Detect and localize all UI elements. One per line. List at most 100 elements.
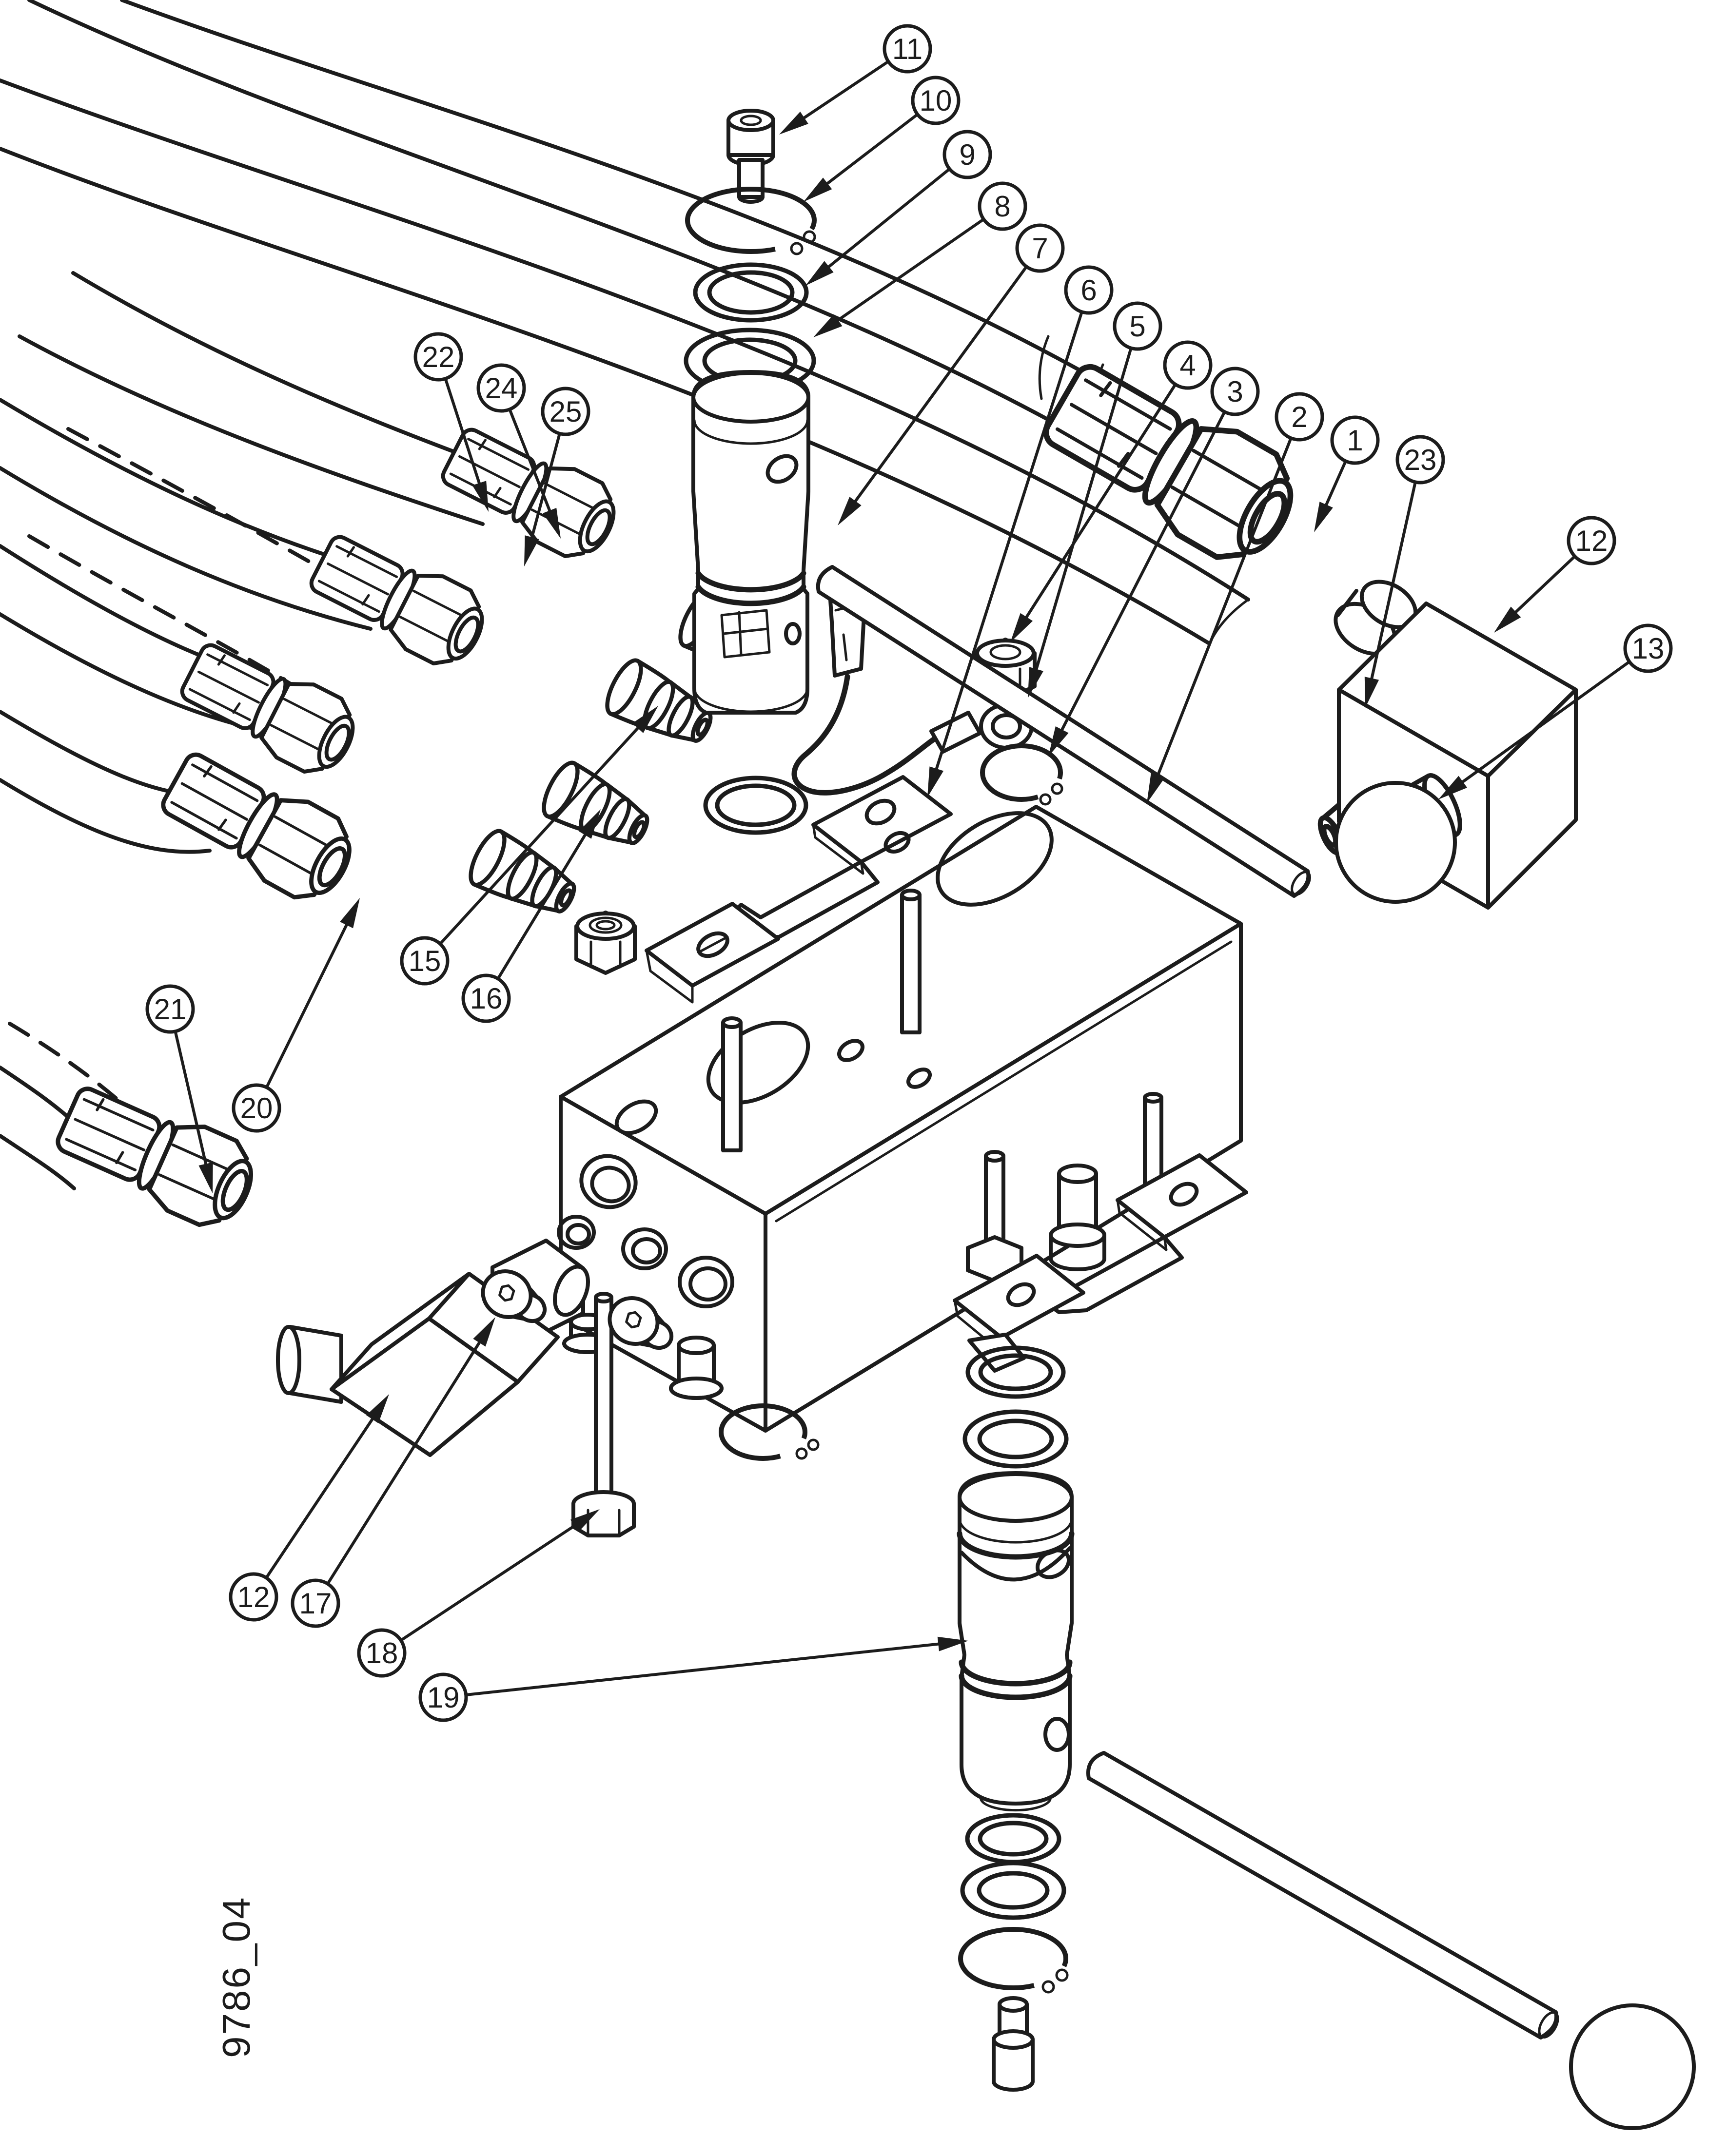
callout-balloon-4-3	[1163, 340, 1213, 390]
roll-pins-top	[721, 889, 922, 1152]
callout-balloon-13-12	[1623, 623, 1673, 673]
callout-balloon-5-4	[1113, 301, 1162, 351]
callout-balloon-12-21	[229, 1572, 278, 1622]
callout-balloon-10-9	[911, 76, 961, 125]
leader-arrow-12-11	[1494, 606, 1521, 633]
ball-bottom	[1569, 2003, 1696, 2130]
callout-number-16-18: 16	[470, 982, 503, 1015]
leader-arrow-5-4	[1028, 667, 1043, 698]
callout-number-10-9: 10	[920, 84, 952, 117]
leader-arrow-12-21	[366, 1394, 389, 1423]
leader-line-17-22	[326, 1333, 487, 1585]
leader-line-10-9	[818, 113, 919, 192]
callout-balloon-11-10	[883, 24, 932, 74]
leader-arrow-22-14	[472, 481, 489, 512]
snap-ring-lower	[958, 1927, 1069, 1994]
leader-line-19-24	[466, 1641, 949, 1696]
leader-arrow-6-5	[927, 766, 944, 797]
bottom-plug	[992, 1996, 1035, 2092]
snap-ring-3	[980, 743, 1063, 806]
callout-balloon-8-7	[978, 181, 1027, 231]
seal-ring-lower	[960, 1861, 1066, 1920]
leader-arrow-3-2	[1048, 726, 1069, 757]
leader-line-18-23	[400, 1518, 585, 1642]
hex-nut-corner	[574, 911, 637, 975]
callout-balloon-22-14	[413, 332, 463, 382]
oring-lower-a	[965, 1813, 1061, 1865]
elbow-fitting-left-12	[276, 1239, 590, 1457]
callout-number-18-23: 18	[366, 1637, 398, 1670]
callout-number-3-2: 3	[1227, 375, 1243, 408]
hose-top-a	[27, 0, 1182, 477]
leader-line-20-19	[265, 914, 353, 1088]
leader-line-3-2	[1056, 411, 1226, 740]
leader-line-21-20	[174, 1031, 210, 1175]
hose-top-b	[0, 78, 1250, 646]
leader-line-2-1	[1152, 437, 1293, 786]
oring-upper-a	[965, 1345, 1066, 1399]
hose-fitting-b	[303, 524, 495, 676]
leader-line-11-10	[794, 60, 889, 125]
backup-ring-9	[693, 262, 809, 323]
callout-balloon-17-22	[291, 1578, 340, 1628]
callout-balloon-19-24	[418, 1672, 468, 1722]
callout-balloon-24-15	[476, 363, 526, 413]
callout-balloon-15-17	[400, 936, 450, 986]
leader-line-13-12	[1453, 660, 1630, 790]
leader-arrow-24-15	[543, 507, 561, 539]
callout-number-21-20: 21	[154, 993, 187, 1026]
callout-number-25-16: 25	[550, 395, 582, 428]
detent-rod-bottom	[1086, 1751, 1559, 2039]
callout-balloon-25-16	[541, 387, 590, 436]
callout-number-11-10: 11	[892, 33, 922, 65]
callout-number-9-8: 9	[959, 138, 975, 171]
leader-arrow-10-9	[804, 177, 832, 202]
callout-number-6-5: 6	[1080, 274, 1097, 307]
callout-number-22-14: 22	[422, 341, 455, 373]
callout-number-20-19: 20	[240, 1092, 273, 1125]
leader-arrow-8-7	[813, 314, 843, 337]
callout-balloon-2-1	[1275, 392, 1324, 442]
oring-upper-b	[962, 1409, 1069, 1469]
leader-arrow-20-19	[340, 898, 360, 929]
leader-line-22-14	[444, 378, 484, 494]
hose-fitting-21	[50, 1074, 265, 1237]
leader-line-25-16	[528, 433, 561, 548]
callout-number-8-7: 8	[994, 190, 1010, 223]
leader-line-4-3	[1020, 383, 1177, 627]
callout-number-17-22: 17	[299, 1587, 332, 1620]
callout-balloon-18-23	[357, 1628, 407, 1678]
callout-balloon-12-11	[1567, 516, 1616, 565]
leader-line-8-7	[828, 218, 985, 328]
valve-cartridge-lower-19	[957, 1471, 1075, 1812]
leader-arrow-18-23	[570, 1509, 600, 1532]
leader-line-15-17	[439, 719, 647, 945]
callout-balloon-23-13	[1395, 435, 1445, 485]
leader-arrow-15-17	[632, 706, 658, 733]
leader-arrow-23-13	[1364, 677, 1379, 708]
leader-line-9-8	[820, 168, 951, 275]
leader-arrow-11-10	[779, 112, 808, 135]
callout-number-2-1: 2	[1291, 401, 1307, 433]
leader-arrow-17-22	[473, 1317, 495, 1347]
callout-number-4-3: 4	[1179, 349, 1196, 382]
drawing-number: 9786_04	[215, 1896, 258, 2058]
callout-number-15-17: 15	[409, 945, 441, 977]
ball-13	[1334, 781, 1457, 904]
callout-balloon-6-5	[1064, 265, 1114, 315]
callout-number-23-13: 23	[1404, 444, 1437, 476]
valve-cartridge-upper-7	[691, 370, 810, 715]
callout-balloon-21-20	[145, 984, 195, 1034]
parts-under-block	[571, 1092, 1163, 1537]
callout-balloon-9-8	[942, 130, 992, 179]
leader-arrow-7-6	[838, 497, 862, 525]
leader-line-24-15	[508, 408, 555, 521]
leader-line-7-6	[848, 266, 1028, 511]
leader-arrow-21-20	[198, 1162, 213, 1193]
callout-number-7-6: 7	[1032, 232, 1048, 265]
callout-number-5-4: 5	[1129, 310, 1145, 343]
leader-line-23-13	[1368, 482, 1417, 689]
leader-arrow-1-0	[1314, 502, 1333, 532]
callout-number-12-21: 12	[237, 1581, 270, 1613]
leader-arrow-25-16	[524, 535, 539, 566]
